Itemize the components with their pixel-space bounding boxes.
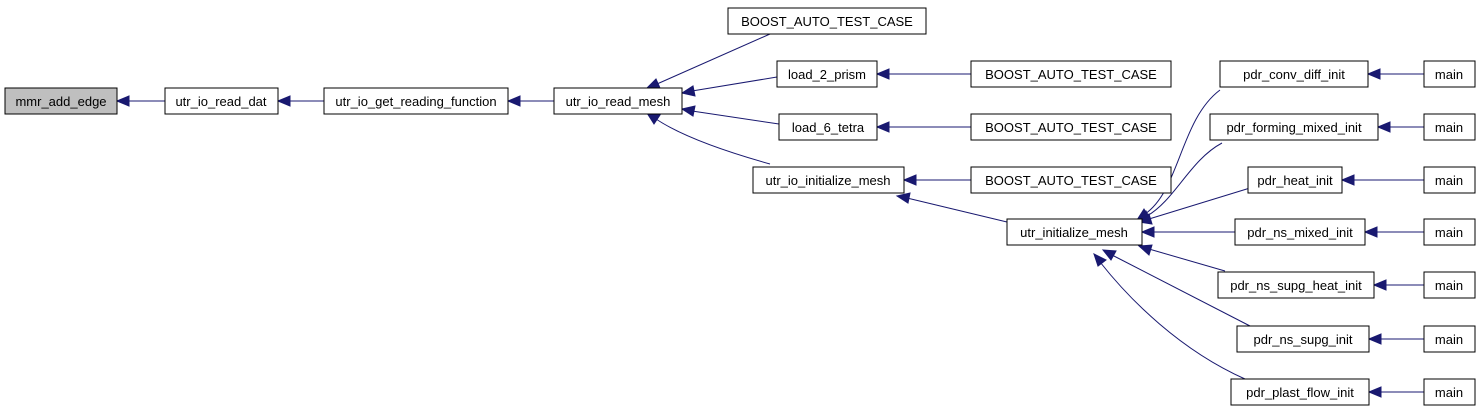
node-label: main	[1435, 67, 1463, 82]
node-label: main	[1435, 173, 1463, 188]
node-label: utr_io_read_dat	[175, 94, 266, 109]
node-utr-initialize-mesh[interactable]: utr_initialize_mesh	[1006, 218, 1143, 246]
arrowhead-icon	[1101, 249, 1117, 261]
node-pdr-ns-supg-init[interactable]: pdr_ns_supg_init	[1236, 325, 1370, 353]
node-pdr-ns-mixed-init[interactable]: pdr_ns_mixed_init	[1234, 218, 1366, 246]
nodes: mmr_add_edge utr_io_read_dat utr_io_get_…	[4, 7, 1476, 406]
edge-prism-to-read-mesh	[691, 76, 778, 92]
node-utr-io-read-mesh[interactable]: utr_io_read_mesh	[553, 87, 683, 115]
arrowhead-icon	[1340, 174, 1355, 186]
node-label: utr_io_read_mesh	[566, 94, 671, 109]
node-label: BOOST_AUTO_TEST_CASE	[985, 120, 1157, 135]
arrowhead-icon	[1093, 253, 1107, 267]
edge-conv-diff-to-init	[1144, 89, 1221, 215]
edge-heat-to-init	[1148, 187, 1251, 220]
edge-ns-supg-heat-to-init	[1148, 248, 1226, 272]
node-utr-io-get-reading-function[interactable]: utr_io_get_reading_function	[323, 87, 509, 115]
edge-boost-to-read-mesh	[656, 33, 771, 85]
node-label: pdr_plast_flow_init	[1246, 385, 1354, 400]
arrowhead-icon	[875, 121, 890, 133]
edge-init-to-io-init	[906, 197, 1008, 223]
node-main-5[interactable]: main	[1423, 271, 1476, 299]
node-label: pdr_ns_supg_init	[1253, 332, 1352, 347]
edge-ns-supg-to-init	[1111, 254, 1251, 327]
arrowhead-icon	[895, 192, 911, 204]
node-label: pdr_forming_mixed_init	[1226, 120, 1362, 135]
node-pdr-plast-flow-init[interactable]: pdr_plast_flow_init	[1230, 378, 1370, 406]
arrowhead-icon	[506, 95, 521, 107]
node-label: BOOST_AUTO_TEST_CASE	[985, 173, 1157, 188]
node-label: pdr_ns_supg_heat_init	[1230, 278, 1362, 293]
node-pdr-conv-diff-init[interactable]: pdr_conv_diff_init	[1219, 60, 1369, 88]
node-label: BOOST_AUTO_TEST_CASE	[741, 14, 913, 29]
arrowhead-icon	[1363, 226, 1378, 238]
arrowhead-icon	[115, 95, 130, 107]
node-label: pdr_conv_diff_init	[1243, 67, 1345, 82]
node-pdr-forming-mixed-init[interactable]: pdr_forming_mixed_init	[1209, 113, 1379, 141]
arrowhead-icon	[1376, 121, 1391, 133]
node-label: load_6_tetra	[792, 120, 865, 135]
arrowhead-icon	[902, 174, 917, 186]
node-mmr-add-edge: mmr_add_edge	[4, 87, 118, 115]
arrowhead-icon	[680, 105, 696, 117]
node-utr-io-read-dat[interactable]: utr_io_read_dat	[164, 87, 279, 115]
node-boost-test-case-tetra[interactable]: BOOST_AUTO_TEST_CASE	[970, 113, 1172, 141]
node-label: main	[1435, 278, 1463, 293]
edge-plast-flow-to-init	[1099, 261, 1246, 380]
node-load-6-tetra[interactable]: load_6_tetra	[778, 113, 878, 141]
arrowhead-icon	[645, 78, 661, 89]
node-label: utr_io_initialize_mesh	[765, 173, 890, 188]
node-label: mmr_add_edge	[15, 94, 106, 109]
node-boost-test-case-top[interactable]: BOOST_AUTO_TEST_CASE	[727, 7, 927, 35]
node-label: load_2_prism	[788, 67, 866, 82]
arrowhead-icon	[1372, 279, 1387, 291]
edge-forming-to-init	[1146, 142, 1223, 217]
node-label: utr_initialize_mesh	[1020, 225, 1128, 240]
node-label: main	[1435, 120, 1463, 135]
node-main-2[interactable]: main	[1423, 113, 1476, 141]
arrowhead-icon	[1367, 333, 1382, 345]
arrowhead-icon	[680, 85, 696, 97]
edges	[115, 33, 1424, 398]
node-label: pdr_heat_init	[1257, 173, 1333, 188]
node-utr-io-initialize-mesh[interactable]: utr_io_initialize_mesh	[752, 166, 905, 194]
node-main-6[interactable]: main	[1423, 325, 1476, 353]
arrowhead-icon	[1140, 226, 1155, 238]
arrowhead-icon	[1366, 68, 1381, 80]
node-label: pdr_ns_mixed_init	[1247, 225, 1353, 240]
node-main-7[interactable]: main	[1423, 378, 1476, 406]
node-main-4[interactable]: main	[1423, 218, 1476, 246]
node-label: main	[1435, 225, 1463, 240]
arrowhead-icon	[1137, 244, 1153, 256]
node-label: main	[1435, 385, 1463, 400]
node-main-1[interactable]: main	[1423, 60, 1476, 88]
node-pdr-ns-supg-heat-init[interactable]: pdr_ns_supg_heat_init	[1217, 271, 1375, 299]
node-label: utr_io_get_reading_function	[335, 94, 496, 109]
node-label: BOOST_AUTO_TEST_CASE	[985, 67, 1157, 82]
edge-tetra-to-read-mesh	[691, 110, 780, 125]
edge-init-mesh-to-read-mesh	[655, 118, 771, 165]
node-main-3[interactable]: main	[1423, 166, 1476, 194]
node-label: main	[1435, 332, 1463, 347]
node-boost-test-case-prism[interactable]: BOOST_AUTO_TEST_CASE	[970, 60, 1172, 88]
node-load-2-prism[interactable]: load_2_prism	[776, 60, 878, 88]
node-boost-test-case-init[interactable]: BOOST_AUTO_TEST_CASE	[970, 166, 1172, 194]
arrowhead-icon	[645, 112, 661, 125]
arrowhead-icon	[1367, 386, 1382, 398]
arrowhead-icon	[875, 68, 890, 80]
arrowhead-icon	[276, 95, 291, 107]
node-pdr-heat-init[interactable]: pdr_heat_init	[1247, 166, 1343, 194]
